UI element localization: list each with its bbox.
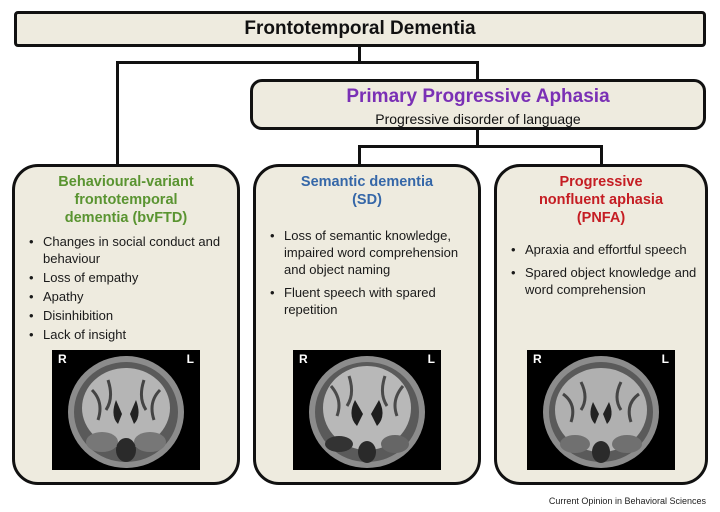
list-item: Changes in social conduct and behaviour <box>23 233 229 267</box>
list-item: Loss of empathy <box>23 269 229 286</box>
sd-mri-scan: R L <box>293 350 441 470</box>
pnfa-mri-scan: R L <box>527 350 675 470</box>
connector-root-down <box>358 47 361 63</box>
brain-scan-image <box>68 356 184 468</box>
bvftd-mri-scan: R L <box>52 350 200 470</box>
ppa-node: Primary Progressive Aphasia Progressive … <box>250 79 706 130</box>
mri-left-hemisphere-label: L <box>186 352 194 366</box>
connector-to-sd <box>358 145 361 165</box>
pnfa-bullet-list: Apraxia and effortful speech Spared obje… <box>505 241 697 298</box>
connector-horizontal-top <box>116 61 479 64</box>
connector-ppa-down <box>476 130 479 147</box>
pnfa-title: Progressive nonfluent aphasia (PNFA) <box>538 174 664 226</box>
mri-right-hemisphere-label: R <box>299 352 308 366</box>
mri-right-hemisphere-label: R <box>533 352 542 366</box>
list-item: Disinhibition <box>23 307 229 324</box>
mri-right-hemisphere-label: R <box>58 352 67 366</box>
list-item: Loss of semantic knowledge, impaired wor… <box>264 227 470 278</box>
list-item: Apraxia and effortful speech <box>505 241 697 258</box>
list-item: Fluent speech with spared repetition <box>264 284 470 318</box>
source-caption: Current Opinion in Behavioral Sciences <box>548 496 706 506</box>
connector-to-pnfa <box>600 145 603 165</box>
sd-card: Semantic dementia (SD) Loss of semantic … <box>253 164 481 485</box>
sd-bullet-list: Loss of semantic knowledge, impaired wor… <box>264 227 470 318</box>
root-node: Frontotemporal Dementia <box>14 11 706 47</box>
root-title: Frontotemporal Dementia <box>244 18 476 39</box>
mri-left-hemisphere-label: L <box>661 352 669 366</box>
brain-scan-image <box>543 356 659 468</box>
brain-scan-image <box>309 356 425 468</box>
ppa-title: Primary Progressive Aphasia <box>346 86 610 107</box>
bvftd-bullet-list: Changes in social conduct and behaviour … <box>23 233 229 343</box>
mri-left-hemisphere-label: L <box>427 352 435 366</box>
pnfa-card: Progressive nonfluent aphasia (PNFA) Apr… <box>494 164 708 485</box>
list-item: Lack of insight <box>23 326 229 343</box>
connector-to-ppa <box>476 61 479 80</box>
ppa-subtitle: Progressive disorder of language <box>375 111 581 127</box>
bvftd-title: Behavioural-variant frontotemporal demen… <box>58 174 194 226</box>
bvftd-card: Behavioural-variant frontotemporal demen… <box>12 164 240 485</box>
sd-title: Semantic dementia (SD) <box>300 174 434 208</box>
connector-horizontal-ppa <box>358 145 603 148</box>
list-item: Apathy <box>23 288 229 305</box>
connector-to-bvftd <box>116 61 119 165</box>
list-item: Spared object knowledge and word compreh… <box>505 264 697 298</box>
